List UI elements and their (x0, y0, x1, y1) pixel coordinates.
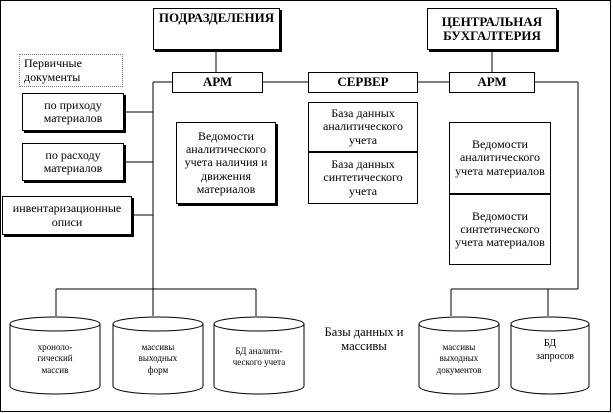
cylinder-shape (510, 316, 590, 395)
cylinder-output-documents: массивы выходных документов (418, 316, 500, 396)
cylinder-output-forms: массивы выходных форм (112, 316, 204, 396)
cylinder-analytic-db: БД аналити-ческого учета (213, 316, 305, 396)
right-arm-report-analytic: Ведомости аналитического учета материало… (449, 122, 551, 194)
cylinder-output-forms-text: массивы выходных форм (138, 342, 178, 375)
cylinder-chronological-array: хроноло-гический массив (9, 316, 101, 396)
right-arm-report-synthetic-text: Ведомости синтетического учета материало… (455, 208, 545, 250)
left-arm-box: АРМ (172, 72, 263, 93)
primary-doc-receipt: по приходу материалов (22, 93, 124, 131)
cylinder-shape (418, 316, 500, 395)
right-arm-report-analytic-text: Ведомости аналитического учета материало… (455, 137, 545, 178)
cylinder-queries-db-text: БД запросов (536, 338, 575, 362)
right-arm-box: АРМ (449, 72, 535, 93)
cylinder-shape (112, 316, 204, 395)
primary-doc-expense-text: по расходу материалов (43, 147, 103, 175)
divisions-header: ПОДРАЗДЕЛЕНИЯ (153, 8, 280, 50)
cylinder-output-documents-text: массивы выходных документов (436, 342, 482, 375)
server-db-analytic-text: База данных аналитического учета (322, 106, 404, 147)
server-box: СЕРВЕР (308, 72, 418, 93)
primary-doc-expense: по расходу материалов (22, 143, 124, 181)
databases-label: Базы данных и массивы (324, 325, 404, 353)
primary-docs-title: Первичные документы (19, 54, 123, 87)
right-arm-label: АРМ (477, 74, 507, 90)
divisions-header-text: ПОДРАЗДЕЛЕНИЯ (158, 10, 275, 25)
server-db-synthetic-text: База данных синтетического учета (323, 157, 403, 198)
cylinder-chronological-array-text: хроноло-гический массив (37, 342, 73, 375)
primary-doc-receipt-text: по приходу материалов (43, 97, 103, 125)
left-arm-label: АРМ (202, 74, 233, 90)
primary-doc-inventory: инвентаризационные описи (2, 196, 132, 235)
server-db-synthetic: База данных синтетического учета (308, 152, 418, 204)
cylinder-queries-db: БД запросов (510, 316, 590, 396)
central-accounting-header: ЦЕНТРАЛЬНАЯ БУХГАЛТЕРИЯ (427, 8, 557, 50)
primary-doc-inventory-text: инвентаризационные описи (12, 201, 122, 229)
left-arm-report: Ведомости аналитического учета наличия и… (176, 122, 276, 204)
central-accounting-header-text: ЦЕНТРАЛЬНАЯ БУХГАЛТЕРИЯ (441, 13, 543, 43)
right-arm-report-synthetic: Ведомости синтетического учета материало… (449, 194, 551, 265)
cylinder-shape (213, 316, 305, 395)
server-db-analytic: База данных аналитического учета (308, 102, 418, 152)
left-arm-report-text: Ведомости аналитического учета наличия и… (184, 129, 268, 196)
cylinder-shape (9, 316, 101, 395)
cylinder-analytic-db-text: БД аналити-ческого учета (232, 346, 286, 368)
server-label: СЕРВЕР (337, 74, 389, 90)
primary-docs-title-text: Первичные документы (24, 56, 82, 84)
